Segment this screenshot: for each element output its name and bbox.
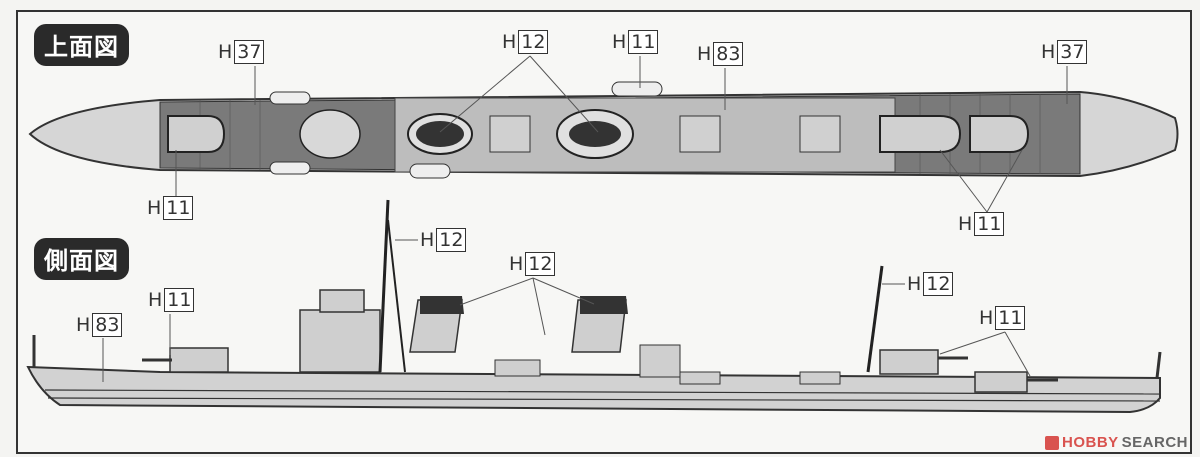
callout-prefix: H: [612, 31, 627, 53]
callout-prefix: H: [509, 253, 524, 275]
callout-part-number: 11: [164, 288, 195, 312]
callout-prefix: H: [697, 43, 712, 65]
callout-prefix: H: [502, 31, 517, 53]
callout-part-number: 12: [518, 30, 549, 54]
top-view-label: 上面図: [34, 24, 129, 66]
callout-prefix: H: [147, 197, 162, 219]
leader-lines: [102, 55, 1068, 382]
callout-prefix: H: [218, 41, 233, 63]
callout-part-number: 12: [923, 272, 954, 296]
callout-part-number: 83: [92, 313, 123, 337]
watermark-brand-a: HOBBY: [1061, 434, 1119, 451]
callout-part-number: 11: [163, 196, 194, 220]
callout-part-number: 11: [628, 30, 659, 54]
callout-part-number: 37: [234, 40, 265, 64]
callout-prefix: H: [1041, 41, 1056, 63]
side-view-hull: [26, 199, 1162, 414]
callout-prefix: H: [420, 229, 435, 251]
callout-part-number: 12: [436, 228, 467, 252]
callout-part-number: 11: [995, 306, 1026, 330]
callout-prefix: H: [148, 289, 163, 311]
side-view-label: 側面図: [34, 238, 129, 280]
top-view-hull: [28, 81, 1179, 179]
callout-prefix: H: [907, 273, 922, 295]
watermark-brand-b: SEARCH: [1121, 434, 1188, 451]
watermark: HOBBY SEARCH: [1044, 434, 1188, 451]
callout-prefix: H: [958, 213, 973, 235]
callout-part-number: 12: [525, 252, 556, 276]
callout-part-number: 83: [713, 42, 744, 66]
callout-part-number: 37: [1057, 40, 1088, 64]
hobby-search-logo-icon: [1044, 435, 1059, 450]
callout-part-number: 11: [974, 212, 1005, 236]
callout-prefix: H: [76, 314, 91, 336]
callout-prefix: H: [979, 307, 994, 329]
